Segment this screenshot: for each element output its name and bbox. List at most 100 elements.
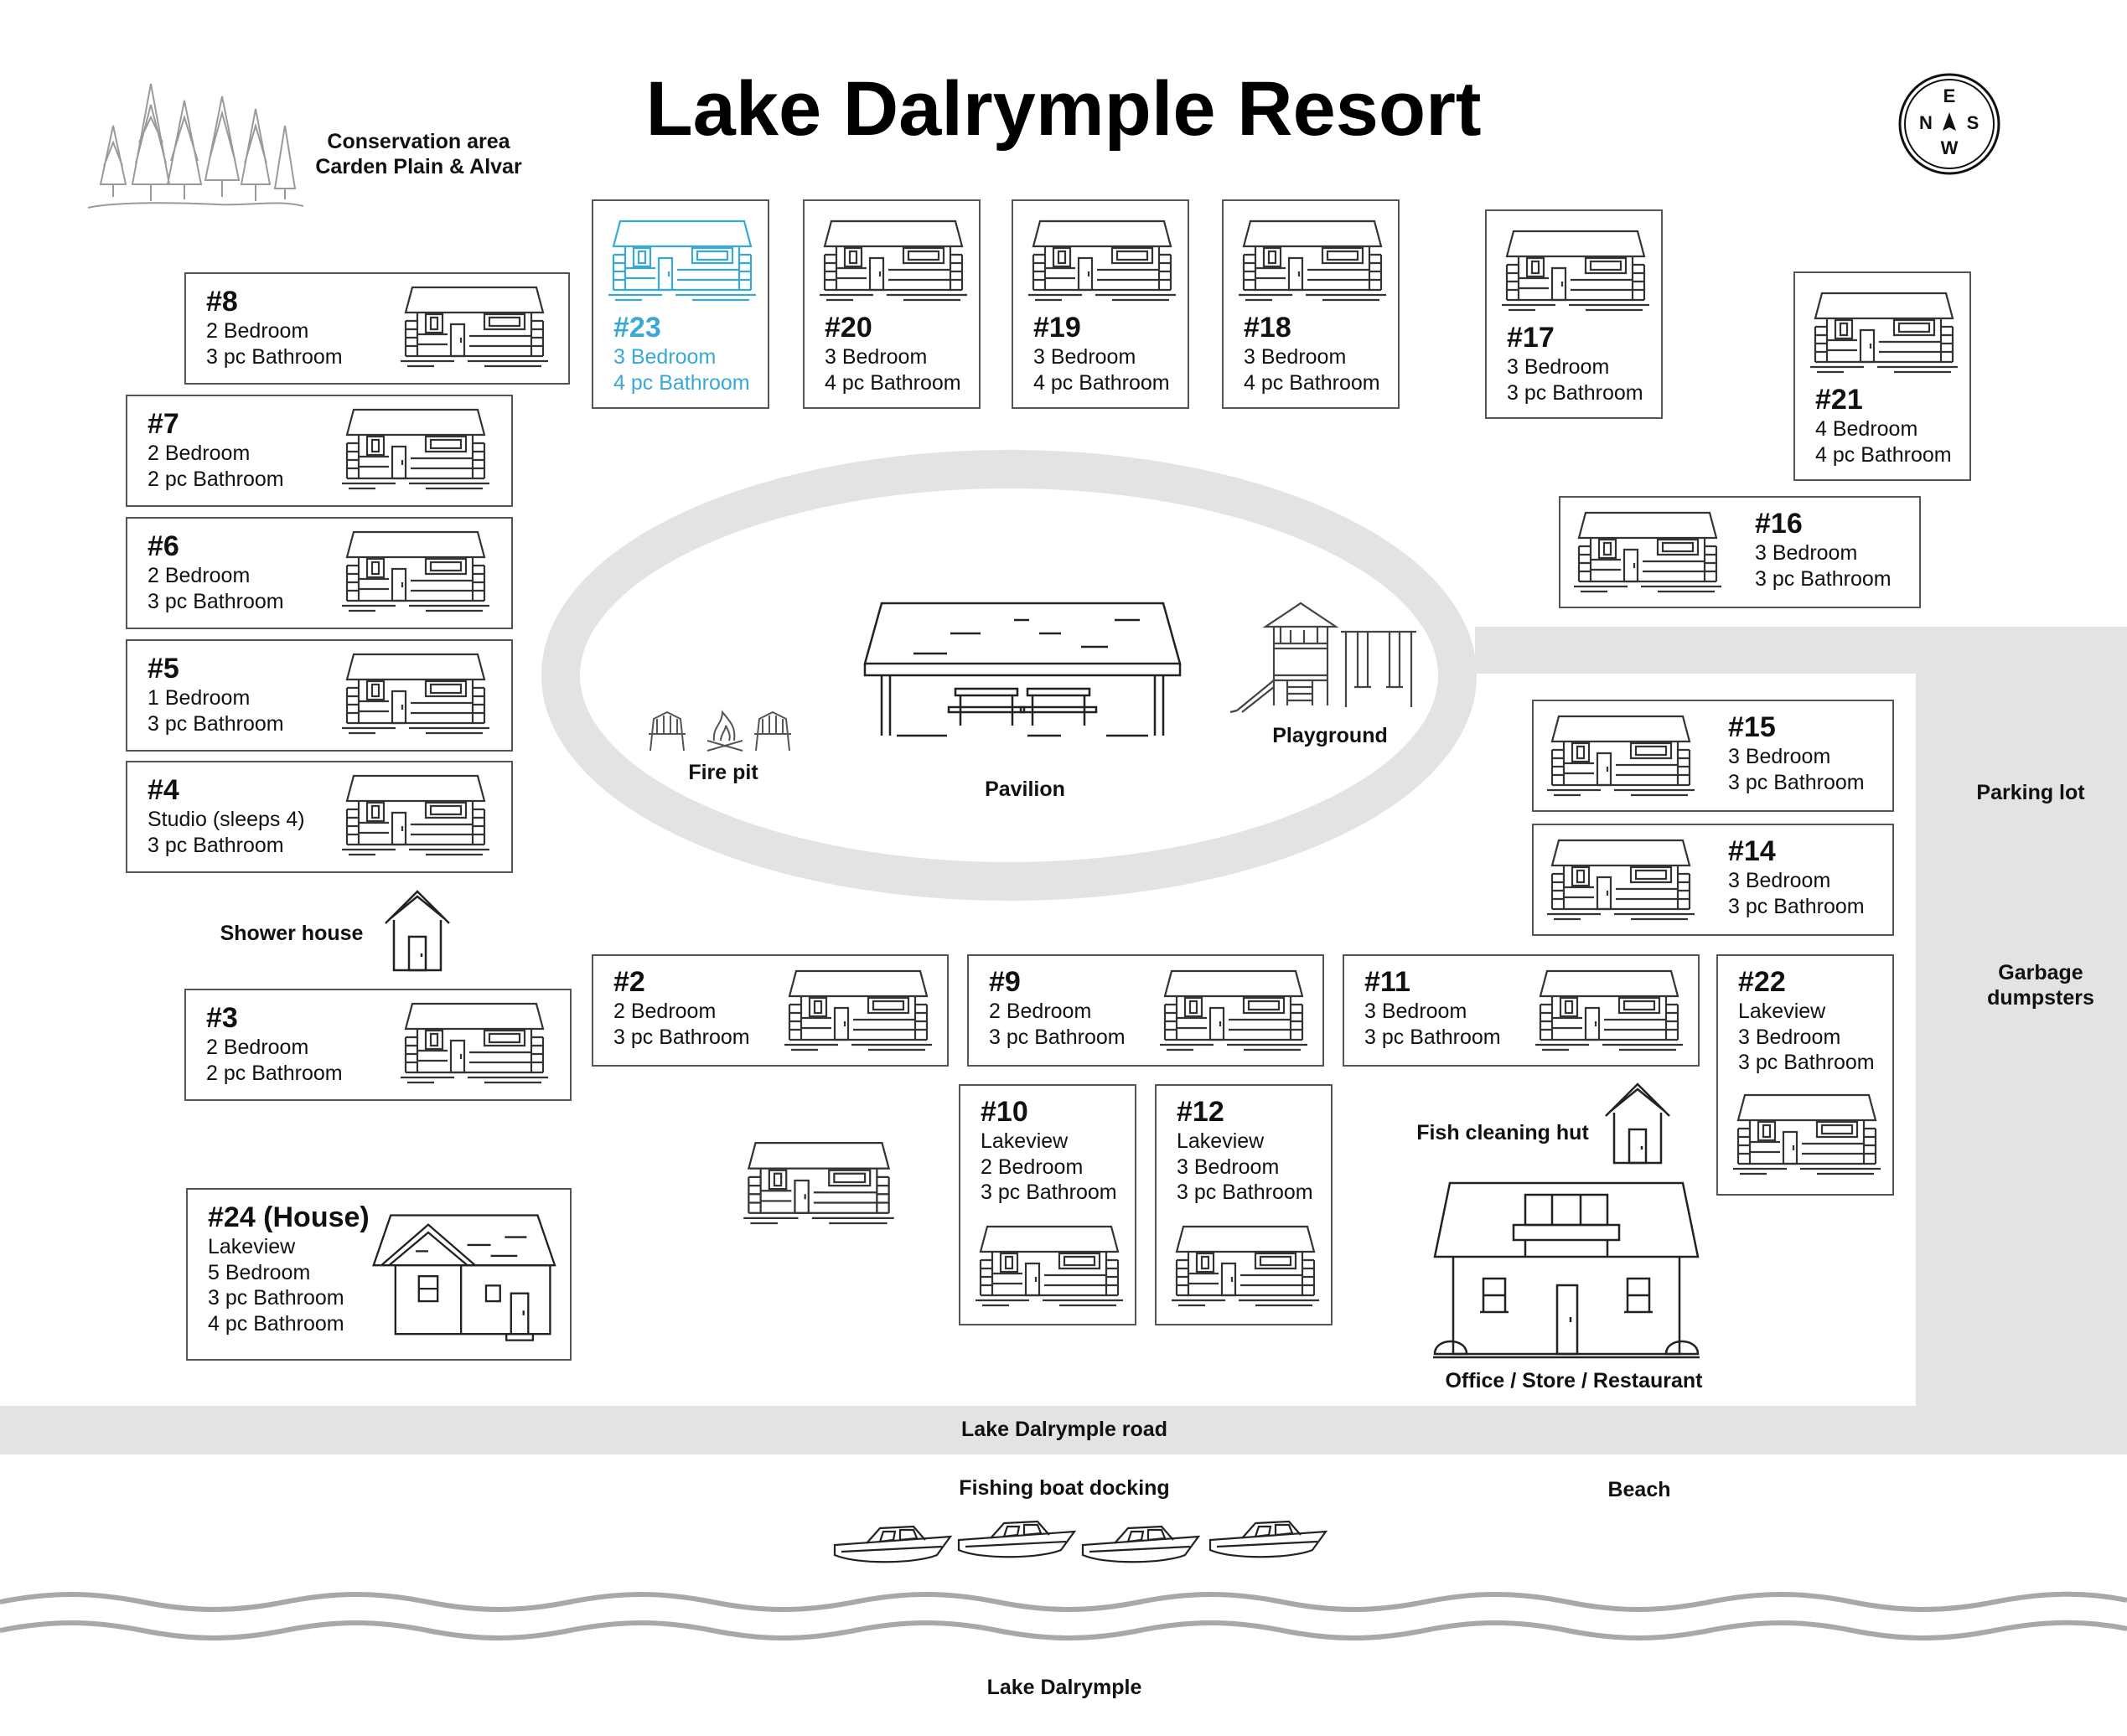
cabin-detail-line: 3 Bedroom [1728,745,1831,769]
cabin-number: #17 [1507,322,1555,354]
office-building-icon [1433,1181,1700,1359]
lake-label: Lake Dalrymple [986,1676,1142,1699]
cabin-detail-line: 4 pc Bathroom [208,1311,344,1336]
cabin-number: #19 [1033,312,1081,344]
fish-cleaning-hut-label: Fish cleaning hut [1416,1121,1589,1144]
cabin-detail-line: 3 Bedroom [1507,355,1610,380]
driveway-connector [1475,627,1926,674]
cabin-detail-line: 2 Bedroom [147,564,251,588]
cabin-icon [1502,230,1649,312]
compass-south-label: S [1966,112,1980,133]
cabin-icon [1547,715,1695,797]
garbage-area [1964,937,2127,1406]
cabin-detail-line: 2 Bedroom [981,1155,1084,1179]
cabin-number: #10 [981,1096,1028,1128]
cabin-number: #18 [1244,312,1291,344]
parking-drive [1916,627,1964,1406]
tree-icon [87,83,304,209]
cabin-icon [1733,1093,1881,1175]
cabin-number: #21 [1815,384,1863,416]
cabin-icon [1535,969,1683,1051]
cabin-icon [1810,292,1958,374]
boat-docking-label: Fishing boat docking [959,1476,1170,1500]
cabin-detail-line: 3 Bedroom [613,345,717,369]
cabin-icon [976,1225,1123,1307]
cabin-number: #7 [147,408,179,440]
cabin-detail-line: 3 Bedroom [1244,345,1347,369]
cabin-number: #9 [989,966,1021,998]
cabin-detail-line: 4 pc Bathroom [1815,442,1952,467]
cabin-detail-line: 3 pc Bathroom [1364,1025,1501,1049]
cabin-detail-line: 3 Bedroom [1728,869,1831,893]
loop-road [541,450,1477,901]
fire-pit-icon [649,710,791,752]
cabin-detail-line: Lakeview [1177,1129,1265,1154]
cabin-number: #16 [1755,508,1803,540]
cabin-detail-line: 2 Bedroom [206,1036,309,1060]
cabin-icon [1028,220,1176,302]
fish-cleaning-hut-icon [1605,1082,1670,1165]
pavilion-label: Pavilion [985,778,1065,801]
compass-icon [1898,73,2000,175]
cabin-number: #8 [206,286,238,318]
cabin-number: #15 [1728,711,1776,743]
office-label: Office / Store / Restaurant [1445,1369,1703,1392]
cabin-number: #14 [1728,835,1776,867]
compass-north-label: N [1919,112,1933,133]
cabin-detail-line: 3 pc Bathroom [1738,1051,1875,1075]
cabin-icon [342,408,489,490]
cabin-icon [1239,220,1386,302]
cabin-detail-line: 3 Bedroom [1738,1025,1841,1049]
fire-pit-label: Fire pit [688,761,758,784]
cabin-detail-line: 2 Bedroom [989,1000,1092,1024]
cabin-detail-line: Lakeview [208,1235,296,1259]
cabin-detail-line: 3 pc Bathroom [1755,566,1892,591]
cabin-detail-line: 3 pc Bathroom [1507,380,1643,405]
boat-icon [1081,1525,1201,1563]
cabin-detail-line: 3 Bedroom [1177,1155,1280,1179]
cabin-detail-line: 2 pc Bathroom [147,467,284,491]
boat-icon [957,1520,1077,1558]
boat-icon [1208,1520,1328,1558]
garbage-dumpsters-label: Garbage dumpsters [1968,960,2114,1010]
cabin-number: #5 [147,653,179,685]
cabin-detail-line: 3 pc Bathroom [147,833,284,857]
shower-house-icon [385,890,450,972]
pavilion-icon [863,602,1182,737]
road-label: Lake Dalrymple road [961,1418,1167,1441]
cabin-icon [820,220,967,302]
cabin-icon [401,1002,548,1084]
cabin-detail-line: 4 pc Bathroom [613,370,750,395]
compass-west-label: W [1940,137,1959,158]
cabin-detail-line: Lakeview [981,1129,1069,1154]
